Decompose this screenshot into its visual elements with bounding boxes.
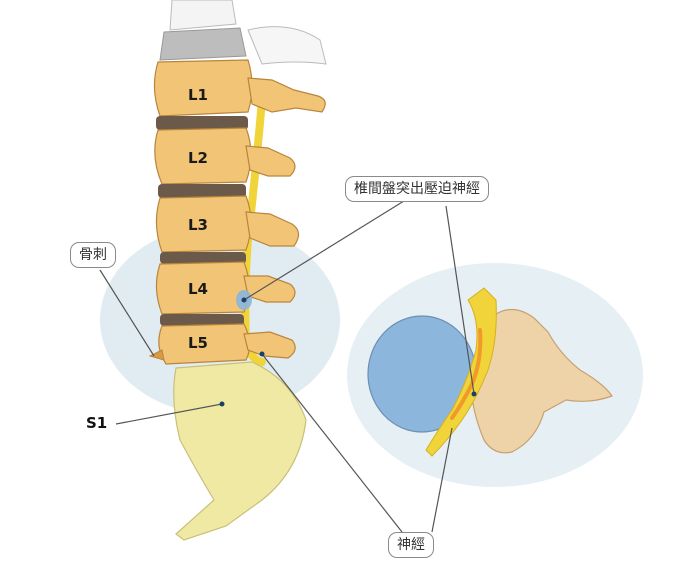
vertebra-label-l2: L2 — [188, 149, 208, 167]
leader-nerve-to-cross-section — [431, 427, 453, 533]
callout-bone-spur: 骨刺 — [70, 242, 116, 268]
pointer-dot-nerve — [259, 351, 265, 357]
pointer-dot-cross-section — [471, 391, 477, 397]
leader-lines — [99, 195, 475, 533]
leader-herniation-to-cross-section — [445, 205, 475, 395]
sacrum — [173, 361, 307, 541]
lumbar-vertebrae — [148, 59, 326, 365]
vertebra-label-l3: L3 — [188, 216, 208, 234]
leader-nerve-to-spine — [261, 353, 403, 533]
disc-l1-l2 — [156, 116, 248, 130]
vertebral-arch-cross-section — [471, 308, 613, 454]
vertebra-label-l1: L1 — [188, 86, 208, 104]
vertebra-label-l4: L4 — [188, 280, 208, 298]
sacrum-label-s1: S1 — [86, 414, 108, 432]
leader-herniation-to-spine — [243, 195, 413, 301]
callout-nerve: 神經 — [388, 532, 434, 558]
pointer-dot-herniation — [241, 297, 247, 303]
callout-herniation: 椎間盤突出壓迫神經 — [345, 176, 489, 202]
vertebra-label-l5: L5 — [188, 334, 208, 352]
vertebra-l1 — [153, 59, 326, 117]
disc-l2-l3 — [158, 184, 246, 198]
thoracic-spine — [159, 0, 327, 65]
vertebra-l3 — [155, 195, 300, 253]
leader-s1 — [115, 403, 223, 425]
leader-bone-spur — [99, 269, 155, 357]
vertebra-l5 — [148, 323, 296, 365]
vertebra-l4 — [155, 261, 296, 315]
disc-l4-l5 — [160, 314, 244, 326]
vertebra-l2 — [154, 127, 296, 185]
pointer-dot-s1 — [219, 401, 225, 407]
bone-spur-shape — [148, 349, 165, 361]
disc-l3-l4 — [160, 252, 246, 264]
